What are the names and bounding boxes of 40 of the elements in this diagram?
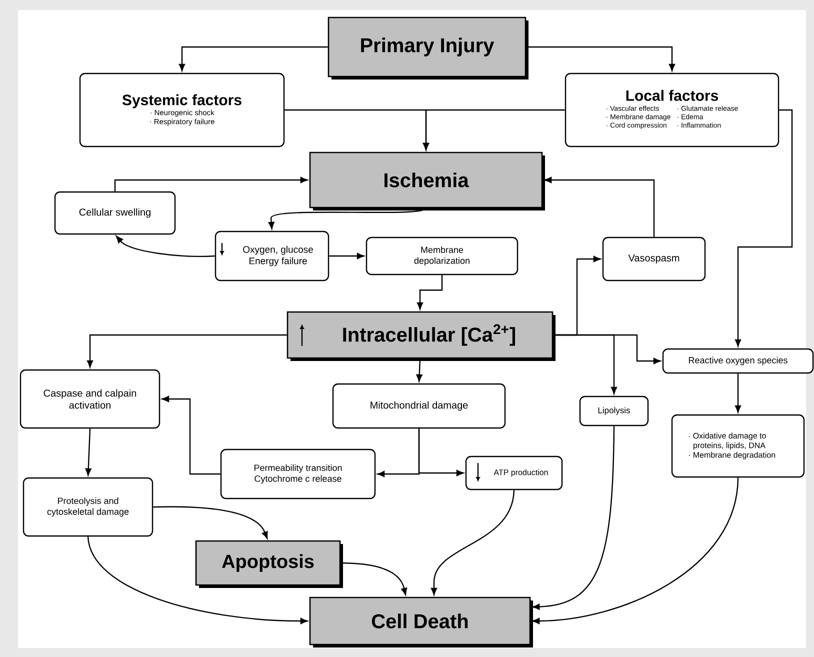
arrow (87, 536, 308, 624)
arrow (416, 275, 443, 310)
arrow (340, 562, 408, 596)
main-box: Intracellular [Ca$^{2+}$] (286, 311, 556, 361)
arrow (85, 428, 92, 476)
arrow (422, 109, 565, 150)
arrow (532, 426, 615, 610)
arrow (430, 490, 515, 596)
process-box: Proteolysis and cytoskeletal damage (22, 477, 154, 537)
arrow (329, 252, 364, 260)
process-box: Lipolysis (579, 396, 649, 426)
arrow (532, 478, 739, 624)
process-box: Oxygen, glucose Energy failure (214, 230, 330, 282)
main-box: Cell Death (309, 596, 533, 648)
main-box: Ischemia (309, 152, 545, 210)
arrow (114, 176, 308, 192)
arrow (553, 334, 661, 364)
process-box: Mitochondrial damage (332, 383, 506, 429)
arrow (116, 236, 215, 257)
arrow (544, 176, 655, 237)
process-box: Cellular swelling (54, 191, 176, 235)
main-box: Apoptosis (195, 540, 343, 588)
arrow (86, 334, 287, 368)
process-box: Permeability transition Cytochrome c release (220, 448, 376, 500)
arrow (153, 506, 268, 539)
process-box: Reactive oxygen species (662, 348, 814, 374)
arrow (526, 46, 676, 72)
arrow (418, 428, 464, 476)
process-box: Caspase and calpain activation (20, 369, 160, 429)
process-box: Membrane depolarization (366, 236, 518, 276)
arrow (162, 396, 220, 475)
arrow (734, 374, 742, 413)
arrow (416, 358, 422, 382)
arrow (734, 109, 793, 347)
process-box: · Oxidative damage to proteins, lipids, DNA · Membrane degradation (671, 414, 805, 478)
arrow (268, 208, 426, 230)
process-box: ATP production (465, 456, 563, 490)
arrow (178, 46, 328, 72)
main-box: Primary Injury (328, 16, 528, 80)
process-box: Vasospasm (602, 236, 706, 282)
